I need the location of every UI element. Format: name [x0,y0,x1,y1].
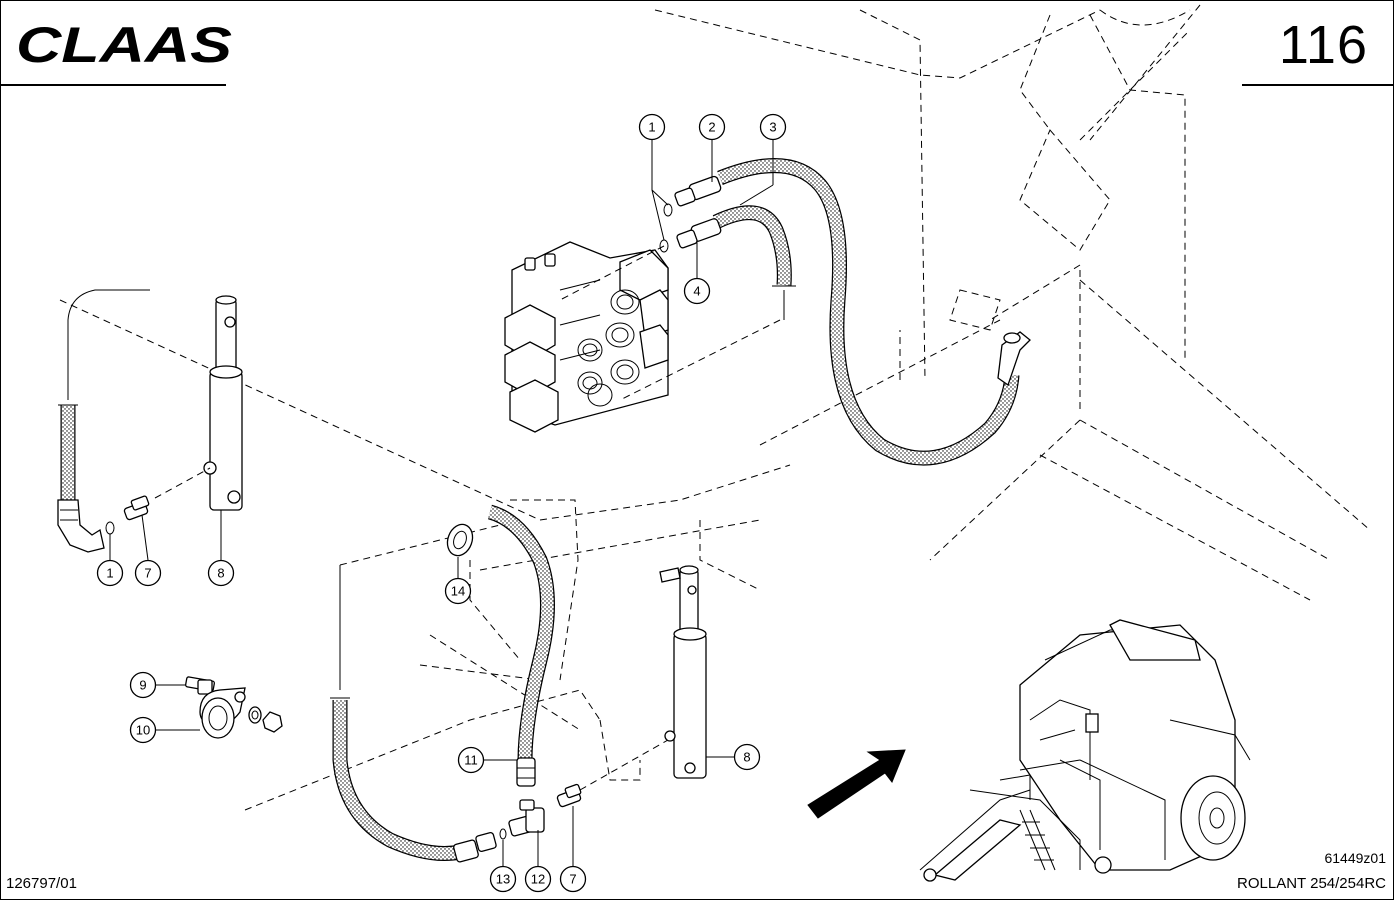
hose-3 [712,205,796,287]
lower-leaders [502,739,669,866]
svg-text:13: 13 [496,872,510,887]
callout-9: 9 [129,671,157,699]
claas-logo: CLAAS [16,20,232,66]
svg-text:3: 3 [769,120,776,135]
svg-text:11: 11 [464,753,478,768]
hose-2-fittings [674,175,1031,387]
callout-14: 14 [444,577,472,605]
header-rule-left [0,84,226,86]
callout-11: 11 [457,746,485,774]
svg-text:7: 7 [144,566,151,581]
callout-1-top: 1 [638,113,666,141]
callout-1-left: 1 [96,559,124,587]
image-code: 61449z01 [1324,850,1386,866]
o-ring-13 [499,828,507,840]
callout-7-bottom: 7 [559,865,587,893]
hose-11 [487,504,555,787]
left-hose [57,289,150,553]
lower-frame-outline [59,299,791,811]
svg-text:8: 8 [217,566,224,581]
callout-12: 12 [524,865,552,893]
callout-10: 10 [129,716,157,744]
lower-hose [330,565,497,863]
adapter-left [123,495,150,521]
right-cylinder [659,565,707,779]
svg-text:12: 12 [531,872,545,887]
left-cylinder [203,295,243,511]
callout-3: 3 [759,113,787,141]
view-direction-arrow [807,749,906,819]
tee-fitting-12 [508,799,545,837]
header-rule-right [1242,84,1394,86]
callout-8-right: 8 [733,743,761,771]
svg-text:4: 4 [693,284,700,299]
clamp-assembly [185,676,283,739]
callout-7-left: 7 [134,559,162,587]
svg-text:10: 10 [136,723,150,738]
left-leaders [109,467,222,561]
svg-text:2: 2 [708,120,715,135]
control-valve-block [504,241,669,433]
svg-text:7: 7 [569,872,576,887]
adapter-bottom [556,783,582,808]
svg-text:1: 1 [648,120,655,135]
callout-4: 4 [683,277,711,305]
machine-frame-outline [654,4,1371,601]
svg-text:14: 14 [451,584,465,599]
baler-thumbnail [919,619,1251,882]
svg-text:8: 8 [743,750,750,765]
callout-13: 13 [489,865,517,893]
document-number: 126797/01 [6,875,77,892]
o-ring-top-a [663,203,673,217]
model-name: ROLLANT 254/254RC [1237,875,1386,892]
callout-8-left: 8 [207,559,235,587]
upper-leaders [559,140,785,401]
brand-wordmark: CLAAS [16,20,232,66]
callout-2: 2 [698,113,726,141]
hose-2 [717,158,1020,466]
o-ring-left [105,521,115,535]
grommet [446,523,474,557]
svg-text:1: 1 [106,566,113,581]
page-number: 116 [1278,15,1368,75]
svg-text:9: 9 [139,678,146,693]
